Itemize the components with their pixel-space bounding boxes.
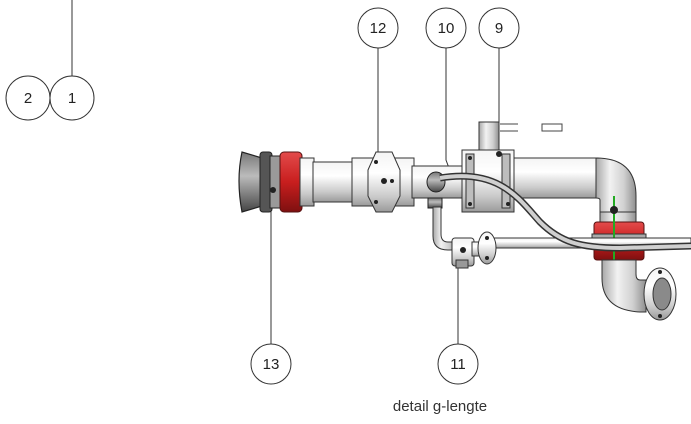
callout-label: 2 — [24, 90, 32, 107]
callout-balloon-13: 13 — [250, 343, 292, 385]
pipe-to-elbow — [507, 157, 599, 199]
coupling-nose — [238, 151, 263, 213]
callout-balloon-2: 2 — [5, 75, 51, 121]
coupling-red-seal — [279, 151, 303, 213]
split-flange-12 — [367, 151, 401, 213]
callout-balloon-9: 9 — [478, 7, 520, 49]
callout-label: 1 — [68, 90, 76, 107]
callout-label: 10 — [438, 20, 455, 37]
leader-line-10 — [445, 47, 453, 177]
valve-body-9 — [461, 121, 515, 213]
callout-circle — [250, 343, 292, 385]
callout-circle — [357, 7, 399, 49]
flexible-hose — [439, 172, 691, 252]
callout-balloon-11: 11 — [437, 343, 479, 385]
valve-stem — [478, 121, 500, 155]
callout-circle — [437, 343, 479, 385]
coupling-bolt — [270, 187, 276, 193]
callout-label: 13 — [263, 356, 280, 373]
callout-balloon-10: 10 — [425, 7, 467, 49]
drain-fitting-11 — [427, 197, 497, 269]
callout-circle — [425, 7, 467, 49]
main-pipe — [312, 157, 599, 207]
callout-circle — [478, 7, 520, 49]
callout-label: 12 — [370, 20, 387, 37]
callouts: 2 1 12 10 9 13 11 — [5, 7, 520, 385]
callout-label: 9 — [495, 20, 503, 37]
callout-balloon-1: 1 — [49, 75, 95, 121]
coupling-body — [299, 157, 315, 207]
coupling-assembly — [238, 151, 315, 213]
callout-balloon-12: 12 — [357, 7, 399, 49]
dimension-marks — [500, 123, 563, 132]
drawing-caption: detail g-lengte — [393, 398, 487, 415]
callout-circle — [49, 75, 95, 121]
callout-label: 11 — [450, 356, 466, 373]
